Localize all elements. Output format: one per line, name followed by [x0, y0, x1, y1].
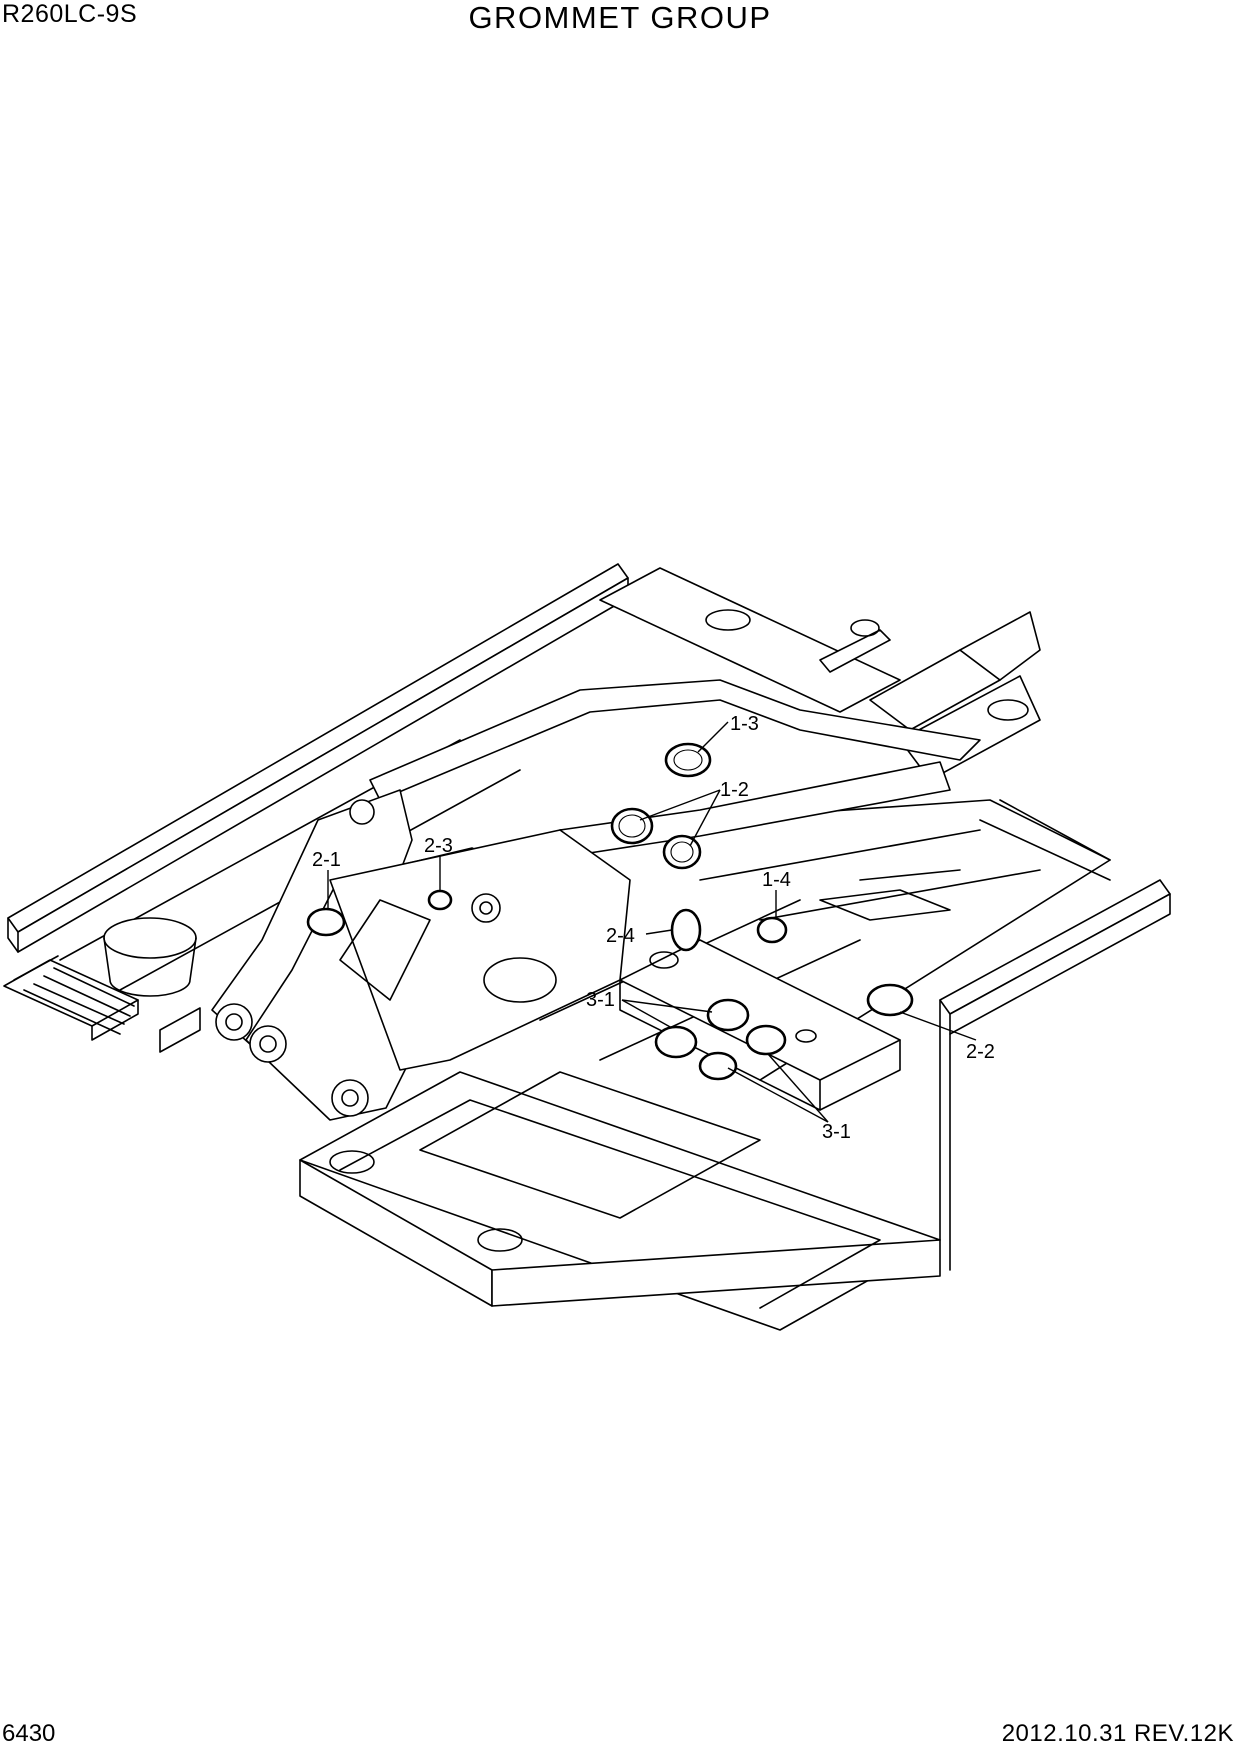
grommet-1-3 — [664, 742, 712, 778]
rear-base-plate — [299, 1071, 941, 1331]
grommet-1-4 — [756, 916, 788, 944]
grommet-1-2-a — [610, 807, 654, 845]
page-title: GROMMET GROUP — [468, 0, 772, 35]
grommet-2-1 — [306, 907, 346, 937]
callout-labels: 1-3 1-2 2-1 2-3 2-4 1-4 2-2 3-1 3-1 — [312, 713, 995, 1143]
access-steps — [3, 955, 139, 1041]
callout-1-4: 1-4 — [762, 869, 791, 891]
boom-support-brackets — [211, 789, 631, 1121]
right-side-rail — [939, 799, 1171, 1271]
callout-1-2: 1-2 — [720, 779, 749, 801]
round-opening-left — [103, 917, 197, 997]
grommet-2-4 — [670, 908, 702, 952]
page-number: 6430 — [2, 1720, 56, 1747]
callout-1-3: 1-3 — [730, 713, 759, 735]
leader-lines — [327, 721, 977, 1123]
callout-3-1-lower: 3-1 — [822, 1121, 851, 1143]
grommet-3-1-c — [698, 1051, 738, 1081]
grommet-3-1-d — [745, 1024, 787, 1056]
rear-upper-frame — [599, 567, 1041, 781]
grommet-2-2 — [866, 983, 914, 1017]
callout-2-1: 2-1 — [312, 849, 341, 871]
callout-2-2: 2-2 — [966, 1041, 995, 1063]
callout-3-1-upper: 3-1 — [586, 989, 615, 1011]
grommets — [306, 742, 914, 1081]
grommet-2-3 — [427, 889, 453, 911]
callout-2-4: 2-4 — [606, 925, 635, 947]
callout-2-3: 2-3 — [424, 835, 453, 857]
grommet-3-1-a — [706, 998, 750, 1032]
model-number: R260LC-9S — [2, 0, 138, 28]
grommet-3-1-b — [654, 1025, 698, 1059]
grommet-1-2-b — [662, 834, 702, 870]
date-revision: 2012.10.31 REV.12K — [1001, 1720, 1234, 1747]
